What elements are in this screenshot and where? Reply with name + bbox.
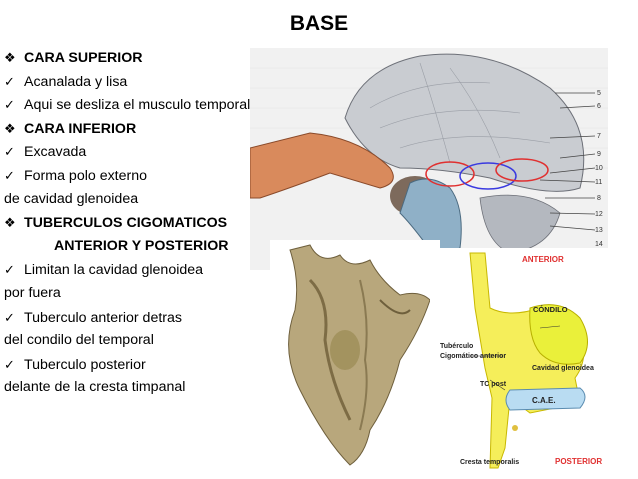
bullet-item: ❖ CARA INFERIOR [4, 117, 304, 141]
bullet-text: Acanalada y lisa [24, 73, 128, 90]
fig-num: 5 [597, 90, 601, 97]
checkmark-bullet-icon: ✓ [4, 73, 15, 89]
temporal-squama [344, 53, 585, 192]
bullet-text: Forma polo externo [24, 167, 148, 184]
glenoid-diagram: ANTERIOR CÓNDILO Tubérculo Cigomático an… [430, 248, 630, 473]
label-tuberculo: Tubérculo [440, 343, 473, 350]
bullet-item: del condilo del temporal [4, 329, 304, 353]
fig-num: 13 [595, 227, 603, 234]
bullet-text: Excavada [24, 144, 87, 161]
bullet-item: ❖ CARA SUPERIOR [4, 46, 304, 70]
checkmark-bullet-icon: ✓ [4, 262, 15, 278]
fig-num: 6 [597, 103, 601, 110]
bullet-item: ✓ Tuberculo anterior detras [4, 306, 304, 330]
fig-num: 12 [595, 211, 603, 218]
label-cavidad: Cavidad glenoidea [532, 365, 594, 372]
label-cigomatico: Cigomático anterior [440, 353, 506, 360]
bullet-item: de cavidad glenoidea [4, 188, 304, 212]
bullet-text: delante de la cresta timpanal [4, 379, 186, 396]
bullet-text: TUBERCULOS CIGOMATICOS [24, 215, 228, 232]
diamond-bullet-icon: ❖ [4, 215, 16, 231]
bullet-list: ❖ CARA SUPERIOR ✓ Acanalada y lisa ✓ Aqui se … [4, 46, 304, 400]
bullet-text: del condilo del temporal [4, 332, 154, 349]
checkmark-bullet-icon: ✓ [4, 356, 15, 372]
bullet-item: ANTERIOR Y POSTERIOR [4, 235, 304, 259]
bullet-text: Tuberculo posterior [24, 356, 146, 373]
bullet-item: ✓ Tuberculo posterior [4, 353, 304, 377]
bullet-text: CARA INFERIOR [24, 120, 137, 137]
label-posterior: POSTERIOR [555, 457, 602, 466]
diamond-bullet-icon: ❖ [4, 50, 16, 65]
bullet-text: ANTERIOR Y POSTERIOR [54, 237, 229, 254]
label-cae: C.A.E. [532, 396, 556, 405]
fig-num: 10 [595, 165, 603, 172]
bullet-text: Limitan la cavidad glenoidea [24, 262, 204, 279]
bullet-item: delante de la cresta timpanal [4, 376, 304, 400]
label-anterior: ANTERIOR [522, 255, 564, 264]
bullet-text: Tuberculo anterior detras [24, 309, 182, 326]
bullet-text: por fuera [4, 284, 61, 301]
label-cresta: Cresta temporalis [460, 459, 519, 466]
checkmark-bullet-icon: ✓ [4, 97, 15, 113]
bullet-item: ✓ Acanalada y lisa [4, 70, 304, 94]
temporal-bone-photo [270, 240, 440, 470]
label-tc-post: TC post [480, 381, 507, 388]
checkmark-bullet-icon: ✓ [4, 309, 15, 325]
bullet-item: ❖ TUBERCULOS CIGOMATICOS [4, 211, 304, 235]
label-condilo: CÓNDILO [533, 305, 568, 314]
bullet-item: ✓ Forma polo externo [4, 164, 304, 188]
checkmark-bullet-icon: ✓ [4, 144, 15, 160]
bullet-item: ✓ Aqui se desliza el musculo temporal [4, 93, 304, 117]
bullet-text: CARA SUPERIOR [24, 50, 143, 66]
fig-num: 8 [597, 195, 601, 202]
fig-num: 7 [597, 133, 601, 140]
fig-num: 11 [595, 179, 602, 186]
skull-illustration: 5 6 7 9 10 11 8 12 13 14 [250, 48, 608, 270]
bullet-item: ✓ Excavada [4, 140, 304, 164]
fig-num: 14 [595, 241, 603, 248]
bullet-text: Aqui se desliza el musculo temporal [24, 97, 251, 114]
bullet-item: por fuera [4, 282, 304, 306]
checkmark-bullet-icon: ✓ [4, 167, 15, 183]
fig-num: 9 [597, 151, 601, 158]
diamond-bullet-icon: ❖ [4, 120, 16, 136]
bullet-item: ✓ Limitan la cavidad glenoidea [4, 258, 304, 282]
bullet-text: de cavidad glenoidea [4, 190, 139, 207]
slide-title: BASE [289, 12, 349, 35]
zygomatic-arch [250, 132, 394, 199]
